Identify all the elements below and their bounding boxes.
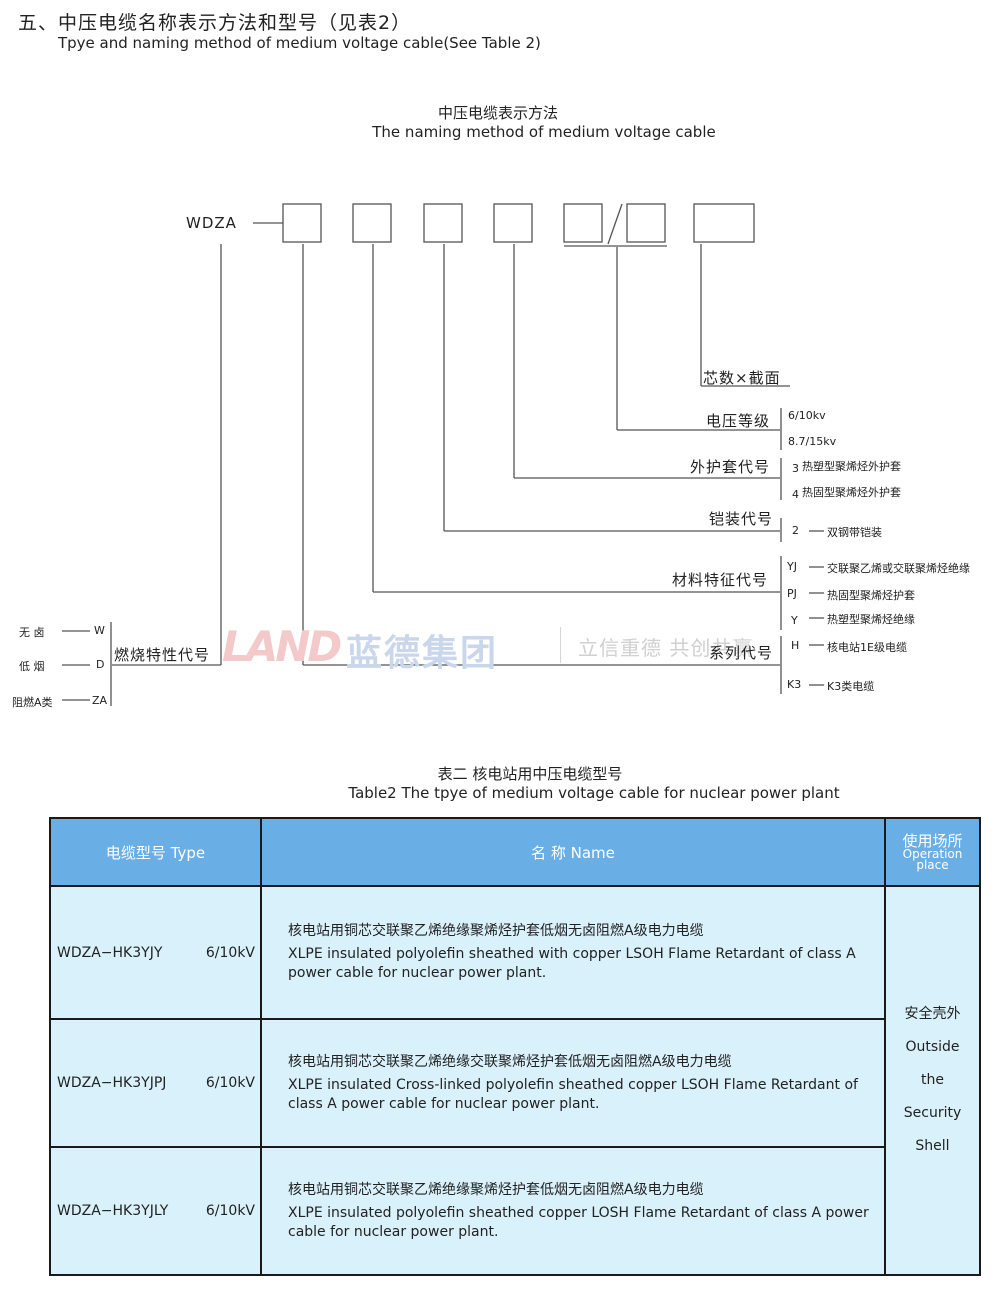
header-use-en: Operation place xyxy=(902,846,963,872)
type-code: WDZA−HK3YJPJ xyxy=(57,1075,167,1091)
header-type: 电缆型号 Type xyxy=(49,817,262,887)
type-voltage: 6/10kV xyxy=(205,1075,255,1091)
use-cell: 安全壳外 Outside the Security Shell xyxy=(884,885,981,1276)
voltage-opt-2: 8.7/15kv xyxy=(788,435,837,448)
table-row: WDZA−HK3YJLY 6/10kV 核电站用铜芯交联聚乙烯绝缘聚烯烃护套低烟… xyxy=(49,1146,980,1276)
naming-title-en: The naming method of medium voltage cabl… xyxy=(372,123,716,141)
sheath-code-1: 3 xyxy=(792,462,799,475)
use-en-2: the xyxy=(921,1072,944,1088)
burn-code-2: D xyxy=(96,658,105,671)
type-cell: WDZA−HK3YJPJ 6/10kV xyxy=(49,1018,262,1148)
material-code-1: YJ xyxy=(787,560,797,573)
name-en: XLPE insulated Cross-linked polyolefin s… xyxy=(288,1076,858,1112)
burn-text-3: 阻燃A类 xyxy=(12,696,53,709)
use-en-3: Security xyxy=(903,1105,962,1121)
naming-diagram xyxy=(62,203,824,706)
sheath-text-1: 热塑型聚烯烃外护套 xyxy=(802,460,901,473)
type-code: WDZA−HK3YJY xyxy=(57,944,163,961)
material-label: 材料特征代号 xyxy=(672,571,769,589)
code-box-3 xyxy=(423,203,463,243)
name-cn: 核电站用铜芯交联聚乙烯绝缘交联聚烯烃护套低烟无卤阻燃A级电力电缆 xyxy=(288,1053,732,1070)
type-voltage: 6/10kV xyxy=(205,944,255,961)
material-code-2: PJ xyxy=(787,587,797,600)
type-code: WDZA−HK3YJLY xyxy=(57,1203,169,1219)
table-caption-en: Table2 The tpye of medium voltage cable … xyxy=(348,784,840,802)
sheath-text-2: 热固型聚烯烃外护套 xyxy=(802,486,901,499)
armor-text: 双钢带铠装 xyxy=(827,526,882,539)
table-row: WDZA−HK3YJPJ 6/10kV 核电站用铜芯交联聚乙烯绝缘交联聚烯烃护套… xyxy=(49,1018,980,1148)
use-en-1: Outside xyxy=(905,1039,960,1055)
prefix-label: WDZA xyxy=(186,214,237,232)
code-box-5 xyxy=(563,203,603,243)
burn-code-3: ZA xyxy=(92,694,108,707)
name-en: XLPE insulated polyolefin sheathed coppe… xyxy=(288,1204,869,1240)
name-en: XLPE insulated polyolefin sheathed with … xyxy=(288,946,856,981)
watermark-brand: 蓝德集团 xyxy=(346,633,499,674)
name-cell: 核电站用铜芯交联聚乙烯绝缘聚烯烃护套低烟无卤阻燃A级电力电缆 XLPE insu… xyxy=(260,885,886,1020)
name-cn: 核电站用铜芯交联聚乙烯绝缘聚烯烃护套低烟无卤阻燃A级电力电缆 xyxy=(288,1181,704,1198)
voltage-label: 电压等级 xyxy=(706,412,771,430)
burn-text-1: 无 卤 xyxy=(19,626,45,639)
type-cell: WDZA−HK3YJY 6/10kV xyxy=(49,885,262,1020)
series-code-1: H xyxy=(791,639,800,652)
table-caption: 表二 核电站用中压电缆型号 xyxy=(437,765,623,783)
watermark-slogan: 立信重德 共创共赢 xyxy=(578,636,754,660)
code-box-7 xyxy=(693,203,755,243)
header-name: 名 称 Name xyxy=(260,817,886,887)
naming-title: 中压电缆表示方法 xyxy=(437,104,558,122)
watermark-divider xyxy=(560,627,561,663)
material-text-2: 热固型聚烯烃护套 xyxy=(827,589,915,602)
series-code-2: K3 xyxy=(787,678,802,691)
section-title: 五、中压电缆名称表示方法和型号（见表2） xyxy=(18,12,412,34)
code-box-6 xyxy=(626,203,666,243)
table-header-row: 电缆型号 Type 名 称 Name 使用场所 Operation place xyxy=(49,817,981,887)
name-cn: 核电站用铜芯交联聚乙烯绝缘聚烯烃护套低烟无卤阻燃A级电力电缆 xyxy=(288,923,704,939)
series-text-2: K3类电缆 xyxy=(827,680,875,693)
code-box-1 xyxy=(282,203,322,243)
watermark-logo: LAND xyxy=(222,622,342,671)
header-use-cn: 使用场所 xyxy=(902,831,963,850)
core-section-label: 芯数×截面 xyxy=(703,369,781,387)
material-text-3: 热塑型聚烯烃绝缘 xyxy=(827,613,915,626)
code-box-4 xyxy=(493,203,533,243)
cable-type-table: 电缆型号 Type 名 称 Name 使用场所 Operation place … xyxy=(49,817,981,1276)
type-voltage: 6/10kV xyxy=(205,1203,255,1219)
material-code-3: Y xyxy=(791,614,798,627)
sheath-label: 外护套代号 xyxy=(690,458,771,476)
use-en-4: Shell xyxy=(915,1138,950,1154)
header-use: 使用场所 Operation place xyxy=(884,817,981,887)
series-text-1: 核电站1E级电缆 xyxy=(827,641,907,654)
armor-code: 2 xyxy=(792,524,799,537)
table-row: WDZA−HK3YJY 6/10kV 核电站用铜芯交联聚乙烯绝缘聚烯烃护套低烟无… xyxy=(49,885,981,1276)
section-title-en: Tpye and naming method of medium voltage… xyxy=(58,34,541,52)
name-cell: 核电站用铜芯交联聚乙烯绝缘交联聚烯烃护套低烟无卤阻燃A级电力电缆 XLPE in… xyxy=(260,1018,886,1148)
voltage-opt-1: 6/10kv xyxy=(788,409,826,422)
burn-text-2: 低 烟 xyxy=(19,660,45,673)
type-cell: WDZA−HK3YJLY 6/10kV xyxy=(49,1146,262,1276)
code-box-2 xyxy=(352,203,392,243)
use-cn: 安全壳外 xyxy=(904,1006,961,1022)
material-text-1: 交联聚乙烯或交联聚烯烃绝缘 xyxy=(827,562,970,575)
sheath-code-2: 4 xyxy=(792,488,799,501)
armor-label: 铠装代号 xyxy=(709,510,774,528)
burn-label: 燃烧特性代号 xyxy=(114,646,211,664)
name-cell: 核电站用铜芯交联聚乙烯绝缘聚烯烃护套低烟无卤阻燃A级电力电缆 XLPE insu… xyxy=(260,1146,886,1276)
burn-code-1: W xyxy=(94,624,105,637)
series-label: 系列代号 xyxy=(709,644,774,662)
